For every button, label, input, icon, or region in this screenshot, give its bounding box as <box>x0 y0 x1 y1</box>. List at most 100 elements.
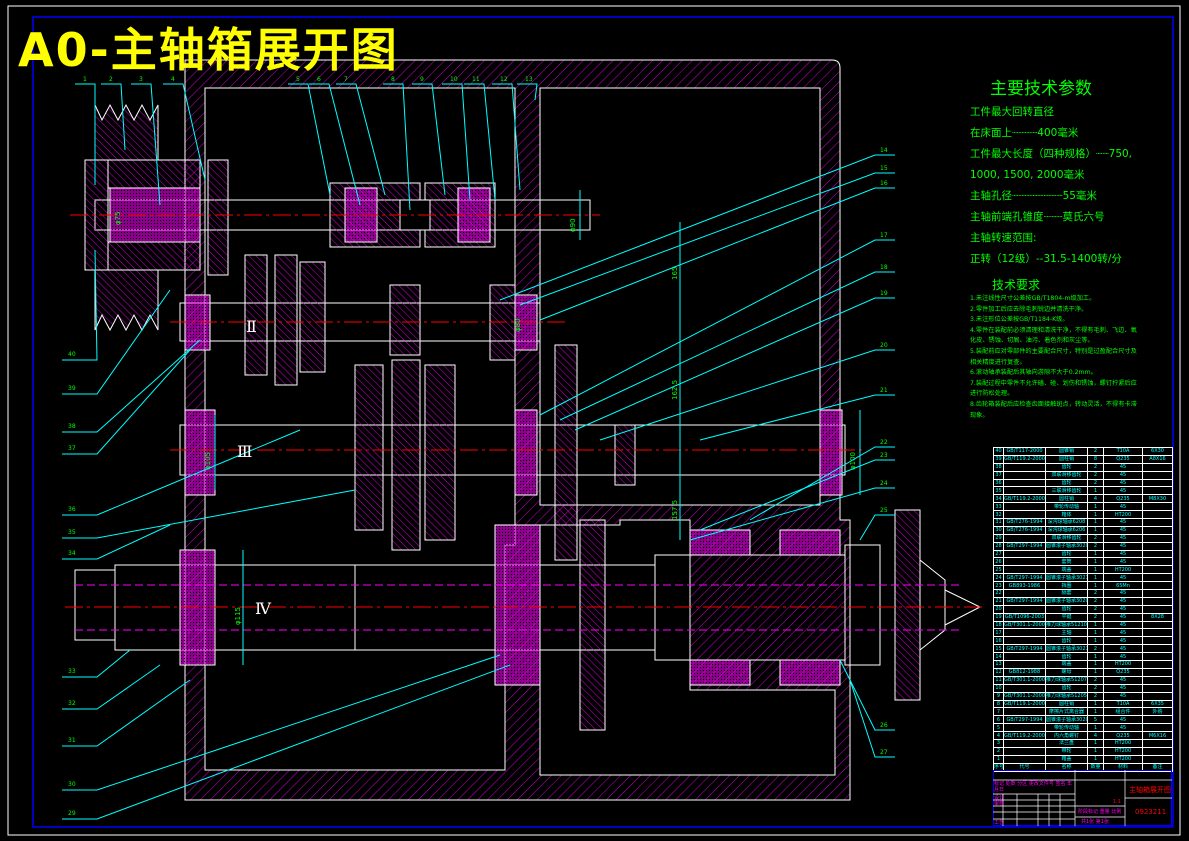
parts-list-cell: 9 <box>993 691 1004 701</box>
parts-list-cell: 27 <box>993 549 1004 559</box>
parts-list-cell <box>1142 636 1173 646</box>
parts-list-cell: 15 <box>993 644 1004 654</box>
parts-list-cell: 40 <box>993 447 1004 456</box>
shaft-label-3: Ⅲ <box>237 442 252 461</box>
callout-number: 26 <box>880 722 888 729</box>
parts-list-cell: 圆锥销 <box>1045 447 1088 456</box>
parts-list-cell: 32 <box>993 510 1004 520</box>
leader-line <box>839 659 895 731</box>
parts-list-cell: 1 <box>1087 746 1104 756</box>
parts-list-cell: 推力球轴承51207 <box>1045 675 1088 685</box>
leader-line <box>62 289 171 395</box>
parts-list-cell: 45 <box>1103 549 1143 559</box>
parts-list-cell: 34 <box>993 494 1004 504</box>
title-block: 标记 处数 分区 更改文件号 签名 年月日 设计 审核 工艺 阶段标记 重量 比… <box>993 770 1172 826</box>
parts-list-cell: 1 <box>1087 565 1104 575</box>
parts-list-cell: 圆锥滚子轴承30210 <box>1045 573 1088 583</box>
leader-line <box>517 83 538 101</box>
parts-list-cell: 内六角螺钉 <box>1045 731 1088 740</box>
leader-line <box>62 524 171 560</box>
revision-mark-label: 标记 <box>994 781 1005 787</box>
parts-list-cell <box>1003 565 1046 575</box>
parts-list-cell: 齿轮 <box>1045 604 1088 614</box>
parts-list-cell: 2 <box>1087 462 1104 472</box>
parts-list-cell: GB/T297-1994 <box>1003 541 1046 551</box>
drawing-name: 主轴箱展开图 <box>1129 786 1171 794</box>
parts-list-cell <box>1142 589 1173 598</box>
parts-list-cell: GB/T297-1994 <box>1003 596 1046 606</box>
parts-list-cell: 1 <box>1087 502 1104 512</box>
parts-list-cell <box>1142 565 1173 575</box>
parts-list-cell: 外购 <box>1142 707 1173 717</box>
callout-number: 25 <box>880 507 888 514</box>
parts-list-cell: 2 <box>1087 691 1104 701</box>
parts-list-cell <box>1003 746 1046 756</box>
callout-number: 18 <box>880 264 888 271</box>
parts-list-cell: 端盖 <box>1045 660 1088 669</box>
callout-number: 5 <box>296 76 300 83</box>
requirement-line: 5.装配前应对零部件的主要配合尺寸，特别是过盈配合尺寸及相关精度进行复查。 <box>970 347 1137 366</box>
dimension-text: φ80 <box>514 318 522 332</box>
stage-labels: 阶段标记 重量 比例 <box>1078 809 1121 815</box>
revision-header: 标记 处数 分区 更改文件号 签名 年月日 <box>994 781 1074 793</box>
parts-list-cell <box>1142 691 1173 701</box>
parts-list-cell: 45 <box>1103 652 1143 662</box>
param-line: 正转（12级）--31.5-1400转/分 <box>970 253 1122 265</box>
parts-list-cell: 摩擦片式离合器 <box>1045 707 1088 717</box>
parts-list-cell: 箱体 <box>1045 510 1088 520</box>
parts-list-cell: 1 <box>1087 707 1104 717</box>
parts-list-cell <box>1142 723 1173 733</box>
callout-number: 6 <box>317 76 321 83</box>
parts-list-cell: 45 <box>1103 557 1143 567</box>
parts-list-cell <box>1003 486 1046 496</box>
parts-list-cell: 1 <box>1087 636 1104 646</box>
parts-list-cell <box>1142 478 1173 488</box>
callout-number: 14 <box>880 147 888 154</box>
parts-list-cell: GB/T117-2000 <box>1003 447 1046 456</box>
requirement-line: 1.未注线性尺寸公差按GB/T1804-m级加工。 <box>970 295 1096 302</box>
parts-list-cell: Q235 <box>1103 667 1143 677</box>
parts-list-cell: 圆锥滚子轴承30208 <box>1045 541 1088 551</box>
parts-list-cell: GB/T297-1994 <box>1003 715 1046 725</box>
parts-list-cell: T10A <box>1103 447 1143 456</box>
parts-list-cell <box>1003 707 1046 717</box>
callout-number: 24 <box>880 480 888 487</box>
leader-line <box>62 679 191 747</box>
parts-list-cell: GB/T301.1-2000 <box>1003 691 1046 701</box>
parts-list-cell <box>1142 596 1173 606</box>
parts-list-cell: 14 <box>993 652 1004 662</box>
parts-list-cell: 齿轮 <box>1045 636 1088 646</box>
parts-list-cell: 31 <box>993 518 1004 527</box>
parts-list-cell: 箱盖 <box>1045 754 1088 764</box>
parts-list-cell: 8X28 <box>1142 612 1173 622</box>
parts-list-cell: 带轮传动轴 <box>1045 502 1088 512</box>
leader-line <box>383 83 411 211</box>
parts-list-cell <box>1142 754 1173 764</box>
parts-list-cell: 4 <box>993 731 1004 740</box>
parts-list-cell: 28 <box>993 541 1004 551</box>
callout-number: 7 <box>344 76 348 83</box>
requirement-line: 8.齿轮箱装配后应检查齿面接触斑点，转动灵活，不得有卡滞现象。 <box>970 400 1137 419</box>
parts-list-cell <box>1142 660 1173 669</box>
callout-number: 17 <box>880 232 888 239</box>
parts-list-cell <box>1003 502 1046 512</box>
parts-list-cell <box>1003 589 1046 598</box>
parts-list-cell <box>1142 628 1173 638</box>
parts-list-cell: 2 <box>1087 604 1104 614</box>
leader-line <box>559 271 895 421</box>
parts-list-cell: HT200 <box>1103 510 1143 520</box>
parts-list-cell: 24 <box>993 573 1004 583</box>
parts-list-cell: 1 <box>1087 573 1104 583</box>
revision-sign-label: 签名 <box>1055 781 1066 787</box>
callout-number: 33 <box>68 668 76 675</box>
callout-number: 11 <box>472 76 480 83</box>
parts-list-cell: 35 <box>993 486 1004 496</box>
parts-list-cell: 36 <box>993 478 1004 488</box>
